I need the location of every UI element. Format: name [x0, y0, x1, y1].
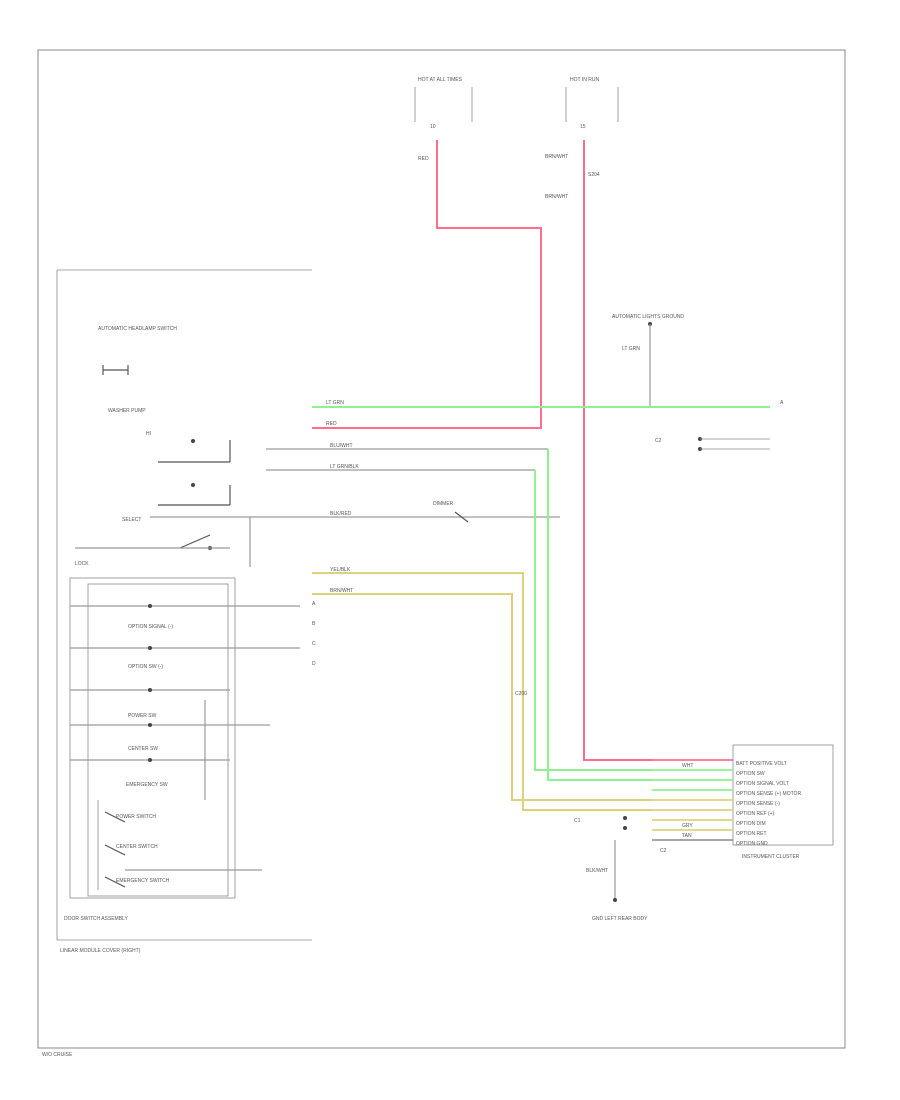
switch-assembly-inner [87, 583, 229, 897]
module-pin-3: OPTION SENSE (+) MOTOR [736, 791, 801, 797]
wire-label-brnwht-mid: BRN/WHT [545, 194, 568, 200]
svg-text:A: A [780, 400, 784, 406]
module-pin-0: BATT POSITIVE VOLT [736, 761, 787, 767]
wire-label-w1: LT GRN [326, 400, 344, 406]
svg-text:BLK/WHT: BLK/WHT [586, 868, 608, 874]
ground-bottom-label: GND LEFT REAR BODY [592, 916, 648, 922]
svg-text:HI: HI [146, 431, 151, 437]
svg-text:10: 10 [430, 124, 436, 130]
left-module-label: AUTOMATIC HEADLAMP SWITCH [98, 326, 177, 332]
fuse-block-left: HOT AT ALL TIMES 10 [414, 77, 473, 130]
module-pin-4: OPTION SENSE (-) [736, 801, 780, 807]
switch-assembly-box [69, 577, 236, 899]
dimmer-label: DIMMER [433, 501, 454, 507]
module-wire-bus: WHT GRY TAN [652, 759, 733, 841]
inner-row5: EMERGENCY SW [126, 782, 168, 788]
svg-text:C2: C2 [655, 438, 662, 444]
wire-label-w5: BLK/RED [330, 511, 352, 517]
wire-label-w4: LT GRN/BLK [330, 464, 359, 470]
wire-label-w8: WHT [682, 763, 693, 769]
module-pin-list: BATT POSITIVE VOLT OPTION SW OPTION SIGN… [736, 761, 801, 847]
accessory-label: LOCK [75, 561, 89, 567]
inner-row1: OPTION SIGNAL (-) [128, 624, 173, 630]
red-wire [312, 140, 542, 429]
option-connector-right: C2 [655, 437, 770, 451]
wire-label-w3: BLU/WHT [330, 443, 353, 449]
module-pin-5: OPTION REF (+) [736, 811, 775, 817]
wire-label-w7: BRN/WHT [330, 588, 353, 594]
inner-sw3: EMERGENCY SWITCH [116, 878, 170, 884]
module-pin-6: OPTION DIM [736, 821, 766, 827]
wire-label-red-top: RED [418, 156, 429, 162]
left-module-connector [102, 365, 129, 375]
fuse-block-left-label: HOT AT ALL TIMES [418, 77, 463, 83]
splice-label: S204 [588, 172, 600, 178]
wire-label-w9: GRY [682, 823, 693, 829]
green-wire-2 [534, 470, 652, 771]
selector-switch-label: WASHER PUMP [108, 408, 146, 414]
module-pin-2: OPTION SIGNAL VOLT [736, 781, 789, 787]
assembly-switches: POWER SWITCH CENTER SWITCH EMERGENCY SWI… [97, 800, 262, 890]
inner-sw2: CENTER SWITCH [116, 844, 158, 850]
module-pin-7: OPTION RET [736, 831, 767, 837]
selector-switch: HI [146, 431, 231, 506]
svg-text:C: C [312, 641, 316, 647]
red-supply-wire [583, 140, 652, 761]
inner-row2: OPTION SW (-) [128, 664, 163, 670]
fuse-block-right: HOT IN RUN 15 [565, 77, 619, 130]
frame-footer: W/O CRUISE [42, 1052, 73, 1058]
wire-label-brnwht-top: BRN/WHT [545, 154, 568, 160]
connector-c1-label: C1 [574, 818, 581, 824]
svg-text:D: D [312, 661, 316, 667]
module-box [732, 744, 834, 846]
wire-label-w6: YEL/BLK [330, 567, 351, 573]
module-pin-1: OPTION SW [736, 771, 765, 777]
ground-bottom: BLK/WHT GND LEFT REAR BODY [586, 840, 648, 922]
wire-label-w2: RED [326, 421, 337, 427]
select-label: SELECT [122, 517, 141, 523]
svg-text:15: 15 [580, 124, 586, 130]
lower-module-label: LINEAR MODULE COVER (RIGHT) [60, 948, 141, 954]
ground-top: AUTOMATIC LIGHTS GROUND LT GRN [612, 314, 684, 405]
svg-text:LT GRN: LT GRN [622, 346, 640, 352]
inner-row4: CENTER SW [128, 746, 158, 752]
assembly-rows: OPTION SIGNAL (-) OPTION SW (-) POWER SW… [70, 604, 300, 800]
yellow-wire-1 [312, 572, 652, 811]
assembly-label: DOOR SWITCH ASSEMBLY [64, 916, 128, 922]
inner-row3: POWER SW [128, 713, 157, 719]
wire-label-w10: TAN [682, 833, 692, 839]
svg-text:B: B [312, 621, 316, 627]
svg-text:C200: C200 [515, 691, 527, 697]
green-wire-3 [547, 449, 652, 781]
inner-sw1: POWER SWITCH [116, 814, 156, 820]
module-pin-8: OPTION GND [736, 841, 768, 847]
svg-text:A: A [312, 601, 316, 607]
ground-top-label: AUTOMATIC LIGHTS GROUND [612, 314, 684, 320]
yellow-wire-2 [312, 593, 652, 801]
module-title: INSTRUMENT CLUSTER [742, 854, 800, 860]
connector-c2-label: C2 [660, 848, 667, 854]
diagram-frame [37, 49, 846, 1049]
fuse-block-right-label: HOT IN RUN [570, 77, 599, 83]
